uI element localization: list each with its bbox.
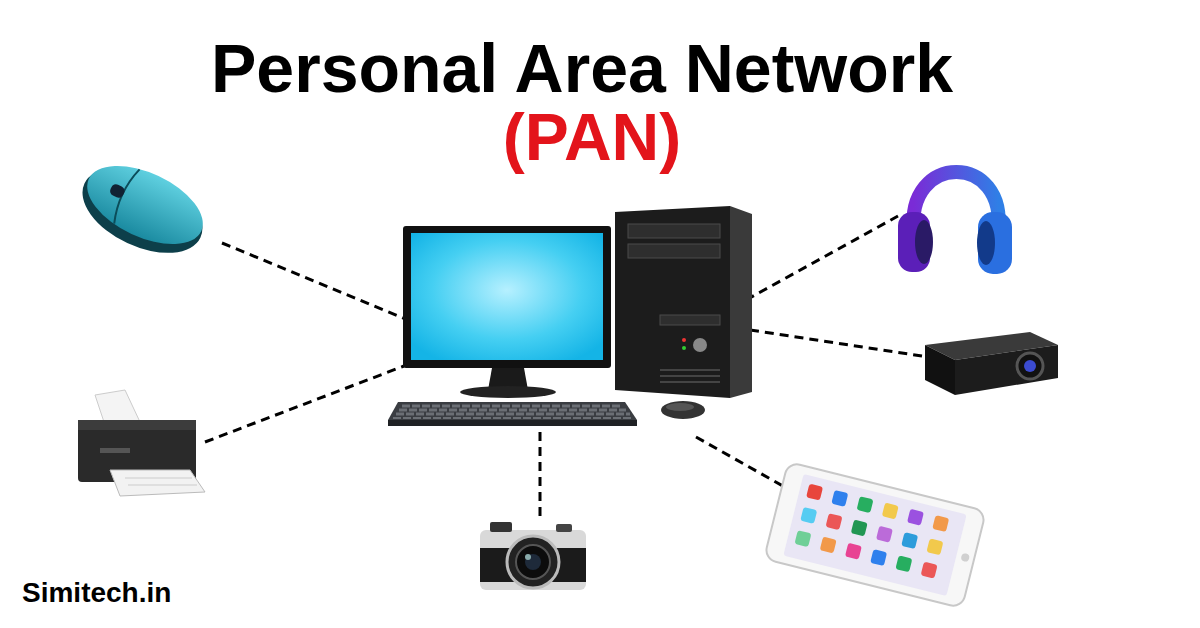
phone-icon-part [932,515,949,532]
keyboard-icon-part [388,402,637,420]
printer-icon-part [125,478,192,479]
tower-icon-part [693,338,707,352]
dashed-links-part [222,243,408,320]
keyboard-icon-part [388,420,637,426]
tower-icon-part [660,369,720,371]
phone-icon-part [826,513,843,530]
desk-mouse-icon [661,401,705,419]
phone-icon-part [820,536,837,553]
dashed-links-part [746,216,898,300]
phone-icon-part [926,538,943,555]
dashed-links-part [205,366,404,442]
tower-icon-part [628,224,720,238]
phone-icon-part [845,543,862,560]
phone-icon [764,462,986,608]
projector-icon-part [1024,360,1036,372]
projector-icon-part [925,345,955,395]
headphones-icon-part [977,221,995,265]
monitor-icon-part [403,226,611,368]
tower-icon [615,206,752,398]
phone-icon-part [876,526,893,543]
mouse-icon [69,149,216,270]
camera-icon [480,522,586,590]
subtitle: (PAN) [503,104,681,170]
headphones-icon [898,172,1012,274]
headphones-icon-part [978,212,1012,274]
tower-icon-part [660,375,720,377]
mouse-icon-part [69,151,215,270]
phone-icon-part [851,519,868,536]
phone-icon-part [764,462,986,608]
camera-icon-part [516,545,550,579]
printer-icon-part [100,448,130,453]
desk-mouse-icon-part [661,401,705,419]
camera-icon-part [507,536,559,588]
phone-icon-part [806,484,823,501]
tower-icon-part [730,206,752,398]
phone-icon-part [895,555,912,572]
desk-mouse-icon-part [666,403,694,411]
printer-icon-part [78,420,196,430]
keyboard-icon-part [399,409,626,412]
monitor-icon [403,226,611,398]
keyboard-icon [388,402,637,426]
projector-icon-part [1017,353,1043,379]
main-title: Personal Area Network [211,34,953,102]
keyboard-icon-part [402,405,622,408]
phone-icon-part [907,509,924,526]
phone-icon-part [960,553,970,563]
keyboard-icon-part [393,417,633,419]
printer-icon-part [110,470,205,496]
phone-icon-part [882,502,899,519]
camera-icon-part [480,530,586,590]
phone-icon-part [870,549,887,566]
monitor-icon-part [460,386,556,398]
headphones-icon-part [915,220,933,264]
phone-icon-part [857,496,874,513]
monitor-icon-part [411,233,603,360]
phone-icon-part [783,474,966,596]
mouse-icon-part [75,150,214,260]
tower-icon-part [615,206,730,398]
tower-icon-part [660,315,720,325]
mouse-icon-part [108,183,126,200]
tower-icon-part [682,338,686,342]
watermark: Simitech.in [22,579,171,607]
projector-icon-part [955,345,1058,395]
phone-icon-part [901,532,918,549]
phone-icon-part [831,490,848,507]
phone-icon-part [800,507,817,524]
phone-icon-part [794,530,811,547]
camera-icon-part [490,522,512,532]
camera-icon-part [525,554,531,560]
tower-icon-part [628,244,720,258]
keyboard-icon-part [396,413,630,416]
dashed-links-part [696,437,790,490]
phone-icon-part [921,562,938,579]
dashed-links-part [750,330,922,356]
dashed-links-part [539,432,542,518]
tower-icon-part [660,381,720,383]
tower-icon-part [682,346,686,350]
printer-icon-part [95,390,140,425]
camera-icon-part [525,554,541,570]
printer-icon-part [128,485,197,486]
printer-icon [78,390,205,496]
projector-icon [925,332,1058,395]
camera-icon-part [556,524,572,532]
